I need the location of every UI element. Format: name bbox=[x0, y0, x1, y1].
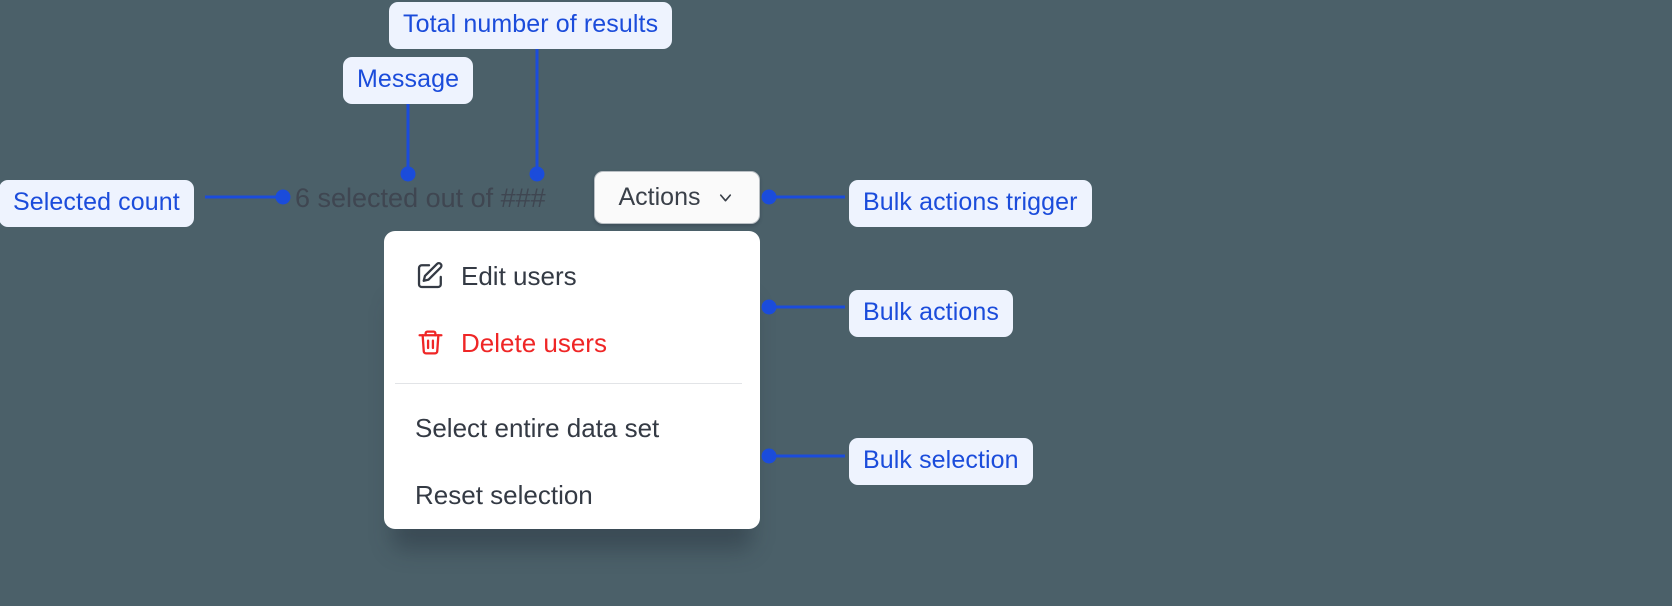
menu-item-label: Reset selection bbox=[415, 479, 593, 510]
edit-pencil-square-icon bbox=[415, 260, 446, 291]
selected-count-message: 6 selected out of ### bbox=[295, 183, 546, 213]
menu-item-reset-selection[interactable]: Reset selection bbox=[384, 461, 760, 528]
callout-bulk-actions-trigger: Bulk actions trigger bbox=[849, 180, 1092, 227]
chevron-down-icon bbox=[716, 188, 735, 207]
callout-selected-count: Selected count bbox=[0, 180, 194, 227]
menu-group-bulk-actions: Edit users Delete users bbox=[384, 231, 760, 376]
menu-item-label: Edit users bbox=[461, 260, 577, 291]
bulk-actions-trigger-button[interactable]: Actions bbox=[594, 171, 760, 224]
callout-bulk-actions: Bulk actions bbox=[849, 290, 1013, 337]
menu-group-bulk-selection: Select entire data set Reset selection bbox=[384, 391, 760, 528]
menu-item-delete-users[interactable]: Delete users bbox=[384, 309, 760, 376]
menu-divider bbox=[395, 383, 742, 384]
callout-message: Message bbox=[343, 57, 474, 104]
menu-item-edit-users[interactable]: Edit users bbox=[384, 242, 760, 309]
menu-item-select-entire-data-set[interactable]: Select entire data set bbox=[384, 394, 760, 461]
menu-item-label: Select entire data set bbox=[415, 412, 660, 443]
trash-icon bbox=[415, 327, 446, 358]
bulk-actions-menu[interactable]: Edit users Delete users Select en bbox=[384, 231, 760, 529]
callout-bulk-selection: Bulk selection bbox=[849, 438, 1033, 485]
callout-total-number-of-results: Total number of results bbox=[389, 2, 673, 49]
menu-item-label: Delete users bbox=[461, 327, 607, 358]
bulk-actions-trigger-label: Actions bbox=[618, 183, 701, 211]
